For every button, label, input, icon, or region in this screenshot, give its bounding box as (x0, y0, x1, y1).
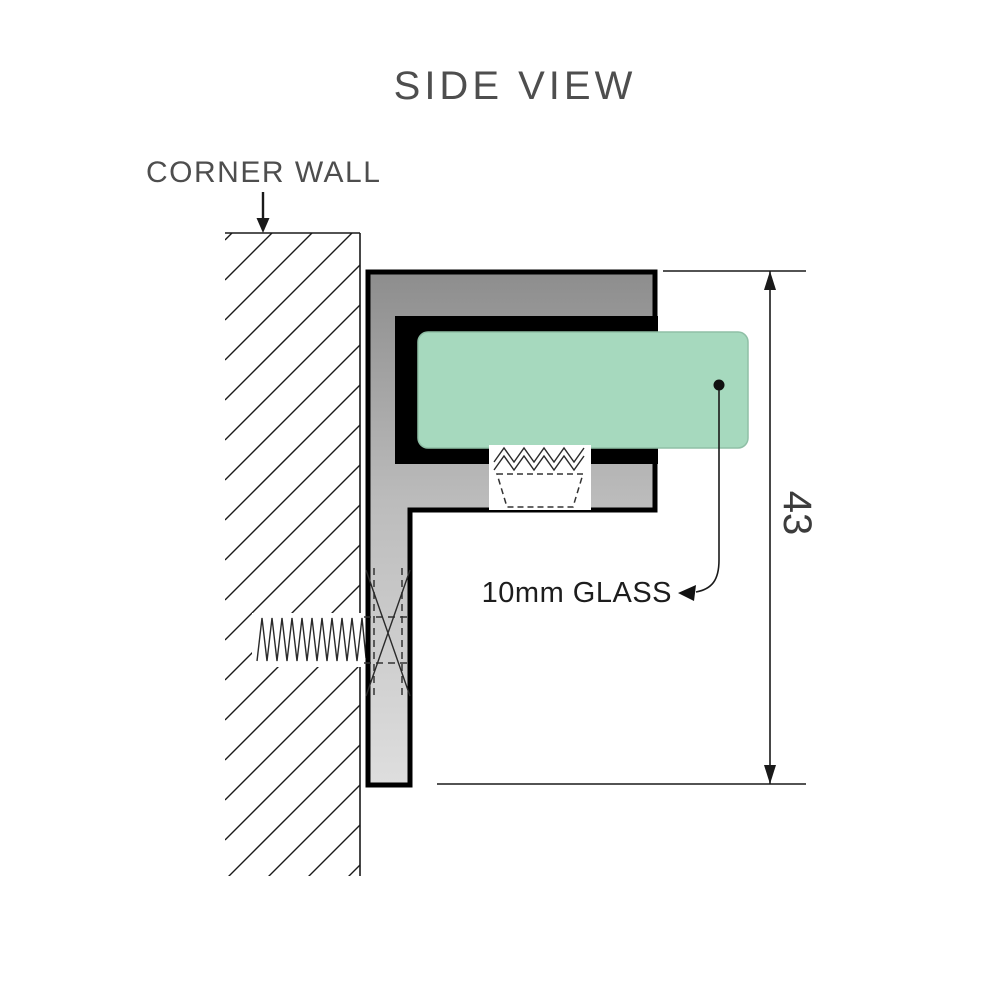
dimension-arrowhead-bottom (764, 765, 776, 784)
glass-leader-line (695, 390, 720, 593)
glass-label: 10mm GLASS (482, 577, 672, 609)
dimension-arrowhead-top (764, 271, 776, 290)
wall-screw-thread (256, 617, 367, 662)
wall (225, 232, 361, 876)
dimension-value: 43 (775, 491, 819, 536)
dimension-43: 43 (437, 270, 819, 785)
wall-screw (252, 613, 368, 667)
corner-wall-callout: CORNER WALL (146, 156, 381, 233)
grub-screw-body (495, 473, 585, 508)
grub-screw-thread-top (493, 446, 585, 464)
screw-anchor-dashed-lines (364, 568, 412, 698)
screw-anchor-cross (365, 569, 411, 697)
page-title: SIDE VIEW (394, 64, 637, 108)
corner-wall-arrowhead (256, 218, 270, 233)
wall-hatching (225, 233, 360, 876)
grub-screw (489, 445, 591, 510)
corner-wall-label: CORNER WALL (146, 156, 381, 189)
glass-leader-arrowhead (678, 585, 696, 601)
screw-anchor-hidden (364, 568, 412, 698)
glass-callout: 10mm GLASS (482, 379, 725, 609)
glass-leader-dot (713, 379, 725, 391)
glass-panel (417, 331, 749, 449)
grub-screw-thread-bottom (493, 454, 585, 472)
